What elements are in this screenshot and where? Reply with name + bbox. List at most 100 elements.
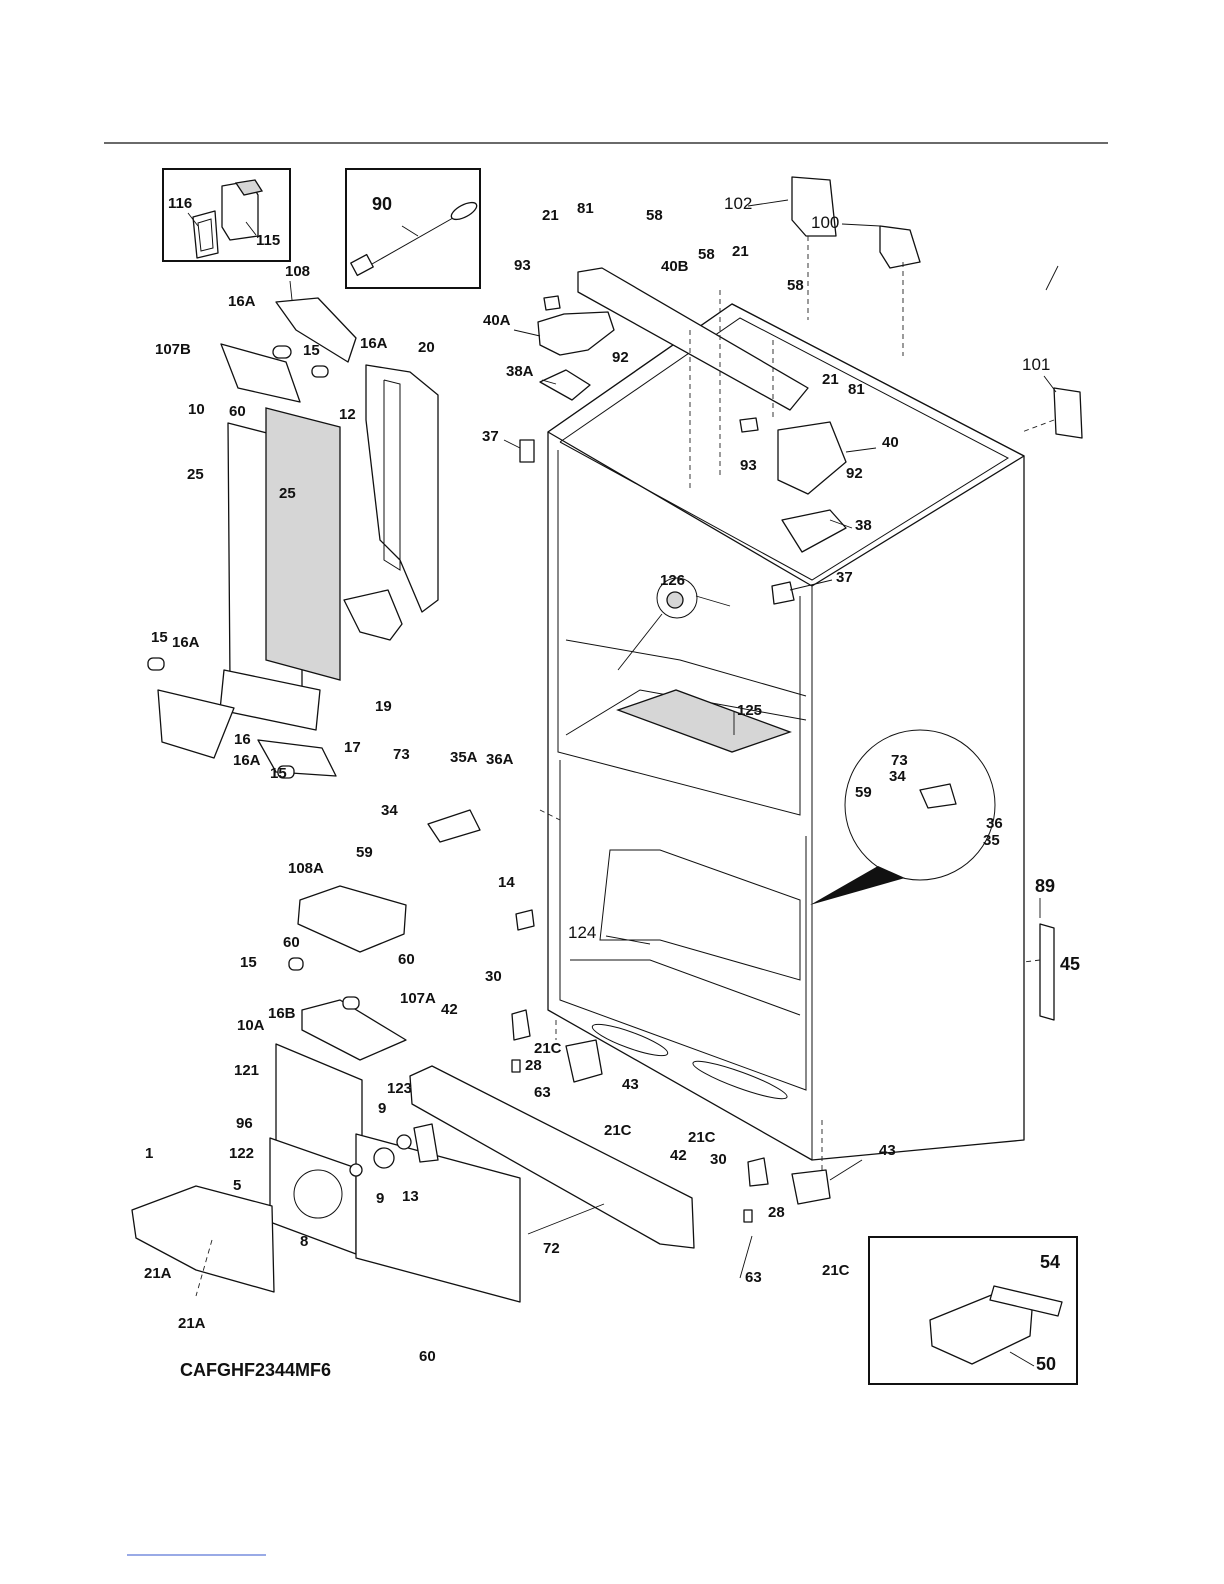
callout-9: 9 — [376, 1190, 384, 1207]
inset-box-ice-tray — [868, 1236, 1078, 1385]
callout-21C: 21C — [822, 1262, 850, 1279]
callout-126: 126 — [660, 572, 685, 589]
callout-37: 37 — [836, 569, 853, 586]
inset-box-tool — [345, 168, 481, 289]
callout-28: 28 — [525, 1057, 542, 1074]
callout-8: 8 — [300, 1233, 308, 1250]
callout-89: 89 — [1035, 876, 1055, 896]
callout-21A: 21A — [144, 1265, 172, 1282]
callout-123: 123 — [387, 1080, 412, 1097]
callout-21: 21 — [542, 207, 559, 224]
left-door-liner — [147, 297, 439, 779]
callout-16B: 16B — [268, 1005, 296, 1022]
callout-10A: 10A — [237, 1017, 265, 1034]
callout-81: 81 — [848, 381, 865, 398]
callout-5: 5 — [233, 1177, 241, 1194]
callout-102: 102 — [724, 194, 752, 213]
callout-12: 12 — [339, 406, 356, 423]
callout-21C: 21C — [604, 1122, 632, 1139]
callout-13: 13 — [402, 1188, 419, 1205]
callout-21C: 21C — [534, 1040, 562, 1057]
filter-housing-part — [192, 179, 264, 259]
lead-126-b — [617, 613, 663, 671]
callout-90: 90 — [372, 194, 392, 214]
callout-30: 30 — [485, 968, 502, 985]
callout-38: 38 — [855, 517, 872, 534]
callout-93: 93 — [514, 257, 531, 274]
callout-59: 59 — [855, 784, 872, 801]
callout-38A: 38A — [506, 363, 534, 380]
callout-42: 42 — [670, 1147, 687, 1164]
callout-36: 36 — [986, 815, 1003, 832]
callout-20: 20 — [418, 339, 435, 356]
callout-30: 30 — [710, 1151, 727, 1168]
top-hinge-assembly — [519, 176, 1083, 605]
callout-116: 116 — [168, 195, 192, 212]
callout-115: 115 — [256, 232, 280, 249]
part-126 — [666, 591, 684, 609]
callout-108: 108 — [285, 263, 310, 280]
callout-45: 45 — [1060, 954, 1080, 974]
lead-126-a — [695, 595, 731, 607]
screwdriver-tool-part — [350, 201, 478, 277]
callout-15: 15 — [270, 765, 287, 782]
callout-122: 122 — [229, 1145, 254, 1162]
callout-40B: 40B — [661, 258, 689, 275]
callout-121: 121 — [234, 1062, 259, 1079]
callout-15: 15 — [240, 954, 257, 971]
callout-96: 96 — [236, 1115, 253, 1132]
callout-15: 15 — [303, 342, 320, 359]
detail-circle-hinge — [844, 729, 996, 881]
callout-19: 19 — [375, 698, 392, 715]
callout-40: 40 — [882, 434, 899, 451]
callout-107B: 107B — [155, 341, 191, 358]
callout-16A: 16A — [228, 293, 256, 310]
callout-101: 101 — [1022, 355, 1050, 374]
callout-16A: 16A — [233, 752, 261, 769]
callout-21C: 21C — [688, 1129, 716, 1146]
detail-circle-126 — [656, 577, 698, 619]
callout-28: 28 — [768, 1204, 785, 1221]
callout-10: 10 — [188, 401, 205, 418]
callout-63: 63 — [534, 1084, 551, 1101]
callout-14: 14 — [498, 874, 515, 891]
callout-92: 92 — [612, 349, 629, 366]
callout-73: 73 — [891, 752, 908, 769]
callout-21A: 21A — [178, 1315, 206, 1332]
callout-58: 58 — [646, 207, 663, 224]
alignment-lines — [195, 236, 1055, 1297]
callout-21: 21 — [732, 243, 749, 260]
callout-107A: 107A — [400, 990, 436, 1007]
callout-43: 43 — [622, 1076, 639, 1093]
ice-tray-part — [929, 1285, 1063, 1365]
callout-93: 93 — [740, 457, 757, 474]
callout-124: 124 — [568, 923, 596, 942]
callout-60: 60 — [398, 951, 415, 968]
callout-35A: 35A — [450, 749, 478, 766]
callout-60: 60 — [283, 934, 300, 951]
callout-60: 60 — [419, 1348, 436, 1365]
callout-9: 9 — [378, 1100, 386, 1117]
callout-42: 42 — [441, 1001, 458, 1018]
callout-100: 100 — [811, 213, 839, 232]
callout-37: 37 — [482, 428, 499, 445]
lower-hinges-and-legs — [427, 783, 1055, 1223]
callout-72: 72 — [543, 1240, 560, 1257]
callout-21: 21 — [822, 371, 839, 388]
callout-92: 92 — [846, 465, 863, 482]
callout-25: 25 — [187, 466, 204, 483]
callout-16A: 16A — [360, 335, 388, 352]
callout-16A: 16A — [172, 634, 200, 651]
callout-50: 50 — [1036, 1354, 1056, 1374]
callout-15: 15 — [151, 629, 168, 646]
callout-60: 60 — [229, 403, 246, 420]
callout-125: 125 — [737, 702, 762, 719]
freezer-drawer-parts — [131, 885, 695, 1303]
callout-35: 35 — [983, 832, 1000, 849]
model-number: CAFGHF2344MF6 — [180, 1360, 331, 1380]
detail-pointer — [810, 866, 905, 905]
callout-58: 58 — [787, 277, 804, 294]
callout-81: 81 — [577, 200, 594, 217]
